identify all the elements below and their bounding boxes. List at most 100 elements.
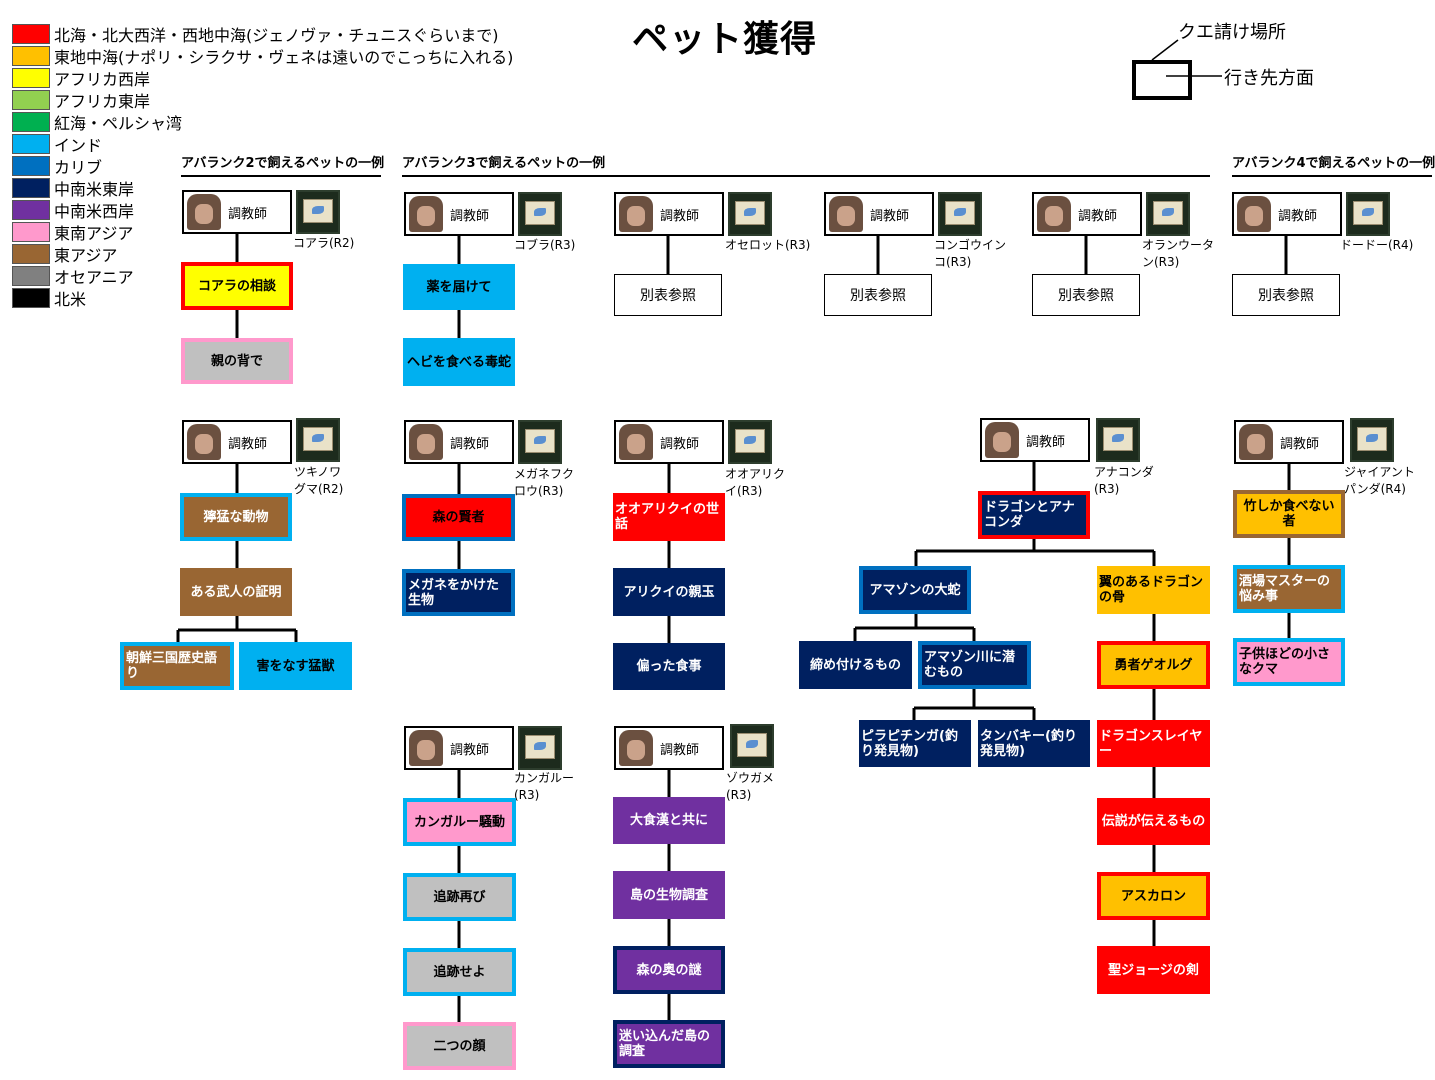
legend-swatch [12,68,50,88]
quest-box: 森の奥の謎 [613,946,725,994]
trainer-box: 調教師 [1234,420,1344,464]
trainer-portrait [619,196,653,232]
pet-card-icon-bird [744,436,756,444]
pet-label: オセロット(R3) [725,238,811,252]
quest-box: メガネをかけた生物 [402,569,515,616]
pet-card-icon-bird [312,206,324,214]
pet-card-icon [730,724,774,768]
trainer-box: 調教師 [404,192,514,236]
quest-box: オオアリクイの世話 [613,493,725,541]
legend-label: インド [54,136,103,155]
pet-card-icon [518,192,562,236]
pet-card-icon [1096,418,1140,462]
legend-swatch [12,112,50,132]
quest-box: 迷い込んだ島の調査 [613,1020,725,1068]
quest-box: ドラゴンとアナコンダ [978,491,1090,539]
trainer-portrait [619,424,653,460]
trainer-box: 調教師 [182,190,292,234]
legend-swatch [12,266,50,286]
trainer-portrait [409,196,443,232]
legend-swatch [12,24,50,44]
quest-box: 竹しか食べない者 [1233,490,1345,538]
trainer-label: 調教師 [1278,209,1318,224]
legend-swatch [12,134,50,154]
key-destination-box [1132,60,1192,100]
page-title: ペット獲得 [632,19,818,60]
pet-card-icon [296,190,340,234]
trainer-box: 調教師 [404,420,514,464]
trainer-portrait [619,730,653,766]
quest-box: ピラピチンガ(釣り発見物) [859,720,971,767]
quest-box: 薬を届けて [403,264,515,310]
quest-box: タンバキー(釣り発見物) [978,720,1090,767]
trainer-portrait [1037,196,1071,232]
pet-label: ゾウガメ(R3) [726,771,775,802]
quest-box: 害をなす猛獣 [239,642,352,690]
trainer-label: 調教師 [1078,209,1118,224]
pet-label: カンガルー(R3) [514,771,575,802]
pet-card-icon [296,418,340,462]
pet-card-icon [1146,192,1190,236]
see-table-box: 別表参照 [614,274,722,316]
see-table-box: 別表参照 [824,274,932,316]
legend-label: 東南アジア [54,224,134,243]
legend-swatch [12,46,50,66]
pet-card-icon-bird [534,436,546,444]
trainer-label: 調教師 [450,209,490,224]
legend-label: 北米 [54,290,87,309]
pet-label: メガネフクロウ(R3) [514,467,575,498]
pet-label: オランウータン(R3) [1142,238,1215,269]
quest-box: 追跡再び [403,873,516,921]
trainer-box: 調教師 [980,418,1090,462]
trainer-portrait [985,422,1019,458]
see-table-box: 別表参照 [1032,274,1140,316]
pet-card-icon-bird [954,208,966,216]
rank2-heading: アバランク2で飼えるペットの一例 [181,156,385,171]
legend-label: 北海・北大西洋・西地中海(ジェノヴァ・チュニスぐらいまで) [54,26,499,45]
trainer-portrait [187,194,221,230]
trainer-portrait [829,196,863,232]
quest-box: 伝説が伝えるもの [1097,798,1210,845]
legend-swatch [12,156,50,176]
pet-label: コンゴウインコ(R3) [934,238,1007,269]
quest-box: 親の背で [181,338,293,384]
legend-label: オセアニア [54,268,134,287]
pet-label: ツキノワグマ(R2) [294,465,344,496]
quest-box: 締め付けるもの [799,641,912,689]
key-quest-source-label: クエ請け場所 [1178,22,1286,43]
quest-box: アリクイの親玉 [613,568,725,616]
trainer-portrait [1237,196,1271,232]
trainer-label: 調教師 [1026,435,1066,450]
pet-card-icon [518,420,562,464]
quest-box: アマゾン川に潜むもの [918,641,1031,689]
legend-label: カリブ [54,158,103,177]
quest-box: ドラゴンスレイヤー [1097,720,1210,767]
pet-card-icon-bird [1362,208,1374,216]
legend-label: アフリカ西岸 [54,70,151,89]
legend-label: 中南米東岸 [54,180,135,199]
quest-box: アマゾンの大蛇 [859,566,971,614]
trainer-label: 調教師 [450,743,490,758]
trainer-label: 調教師 [660,209,700,224]
pet-label: コブラ(R3) [514,238,576,252]
legend-swatch [12,222,50,242]
quest-box: ヘビを食べる毒蛇 [403,338,515,386]
pet-card-icon-bird [1366,434,1378,442]
pet-card-icon-bird [744,208,756,216]
trainer-box: 調教師 [614,726,724,770]
trainer-label: 調教師 [660,743,700,758]
pet-card-icon-card [735,429,765,453]
pet-card-icon-bird [746,740,758,748]
pet-card-icon [938,192,982,236]
quest-box: 酒場マスターの悩み事 [1233,565,1345,613]
legend-label: 紅海・ペルシャ湾 [54,114,183,133]
legend-swatch [12,244,50,264]
pet-card-icon-bird [534,208,546,216]
pet-card-icon [728,192,772,236]
quest-box: 二つの顔 [403,1022,516,1070]
key-destination-label: 行き先方面 [1224,68,1314,89]
quest-box: 子供ほどの小さなクマ [1233,638,1345,686]
legend-swatch [12,90,50,110]
trainer-box: 調教師 [614,420,724,464]
trainer-label: 調教師 [228,207,268,222]
